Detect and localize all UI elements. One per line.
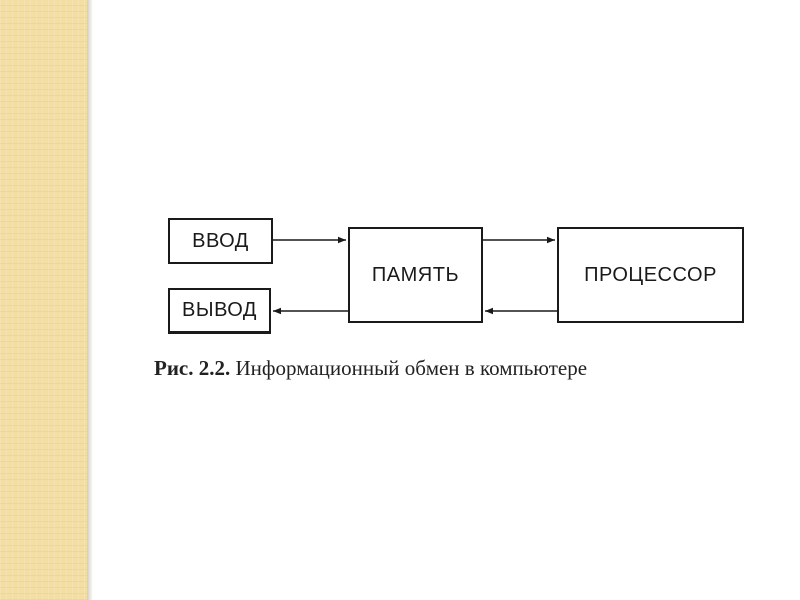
output-box: ВЫВОД [168, 288, 271, 334]
input-box: ВВОД [168, 218, 273, 264]
side-stripe-shadow [87, 0, 93, 600]
side-decoration-stripe [0, 0, 87, 600]
output-box-label: ВЫВОД [182, 299, 257, 321]
processor-box: ПРОЦЕССОР [557, 227, 744, 323]
figure-caption-number: Рис. 2.2. [154, 356, 231, 380]
input-box-label: ВВОД [192, 229, 249, 252]
memory-box: ПАМЯТЬ [348, 227, 483, 323]
memory-box-label: ПАМЯТЬ [371, 263, 460, 286]
figure-caption-text: Информационный обмен в компьютере [235, 356, 588, 380]
figure-caption: Рис. 2.2. Информационный обмен в компьют… [154, 356, 774, 381]
processor-box-label: ПРОЦЕССОР [584, 263, 717, 286]
